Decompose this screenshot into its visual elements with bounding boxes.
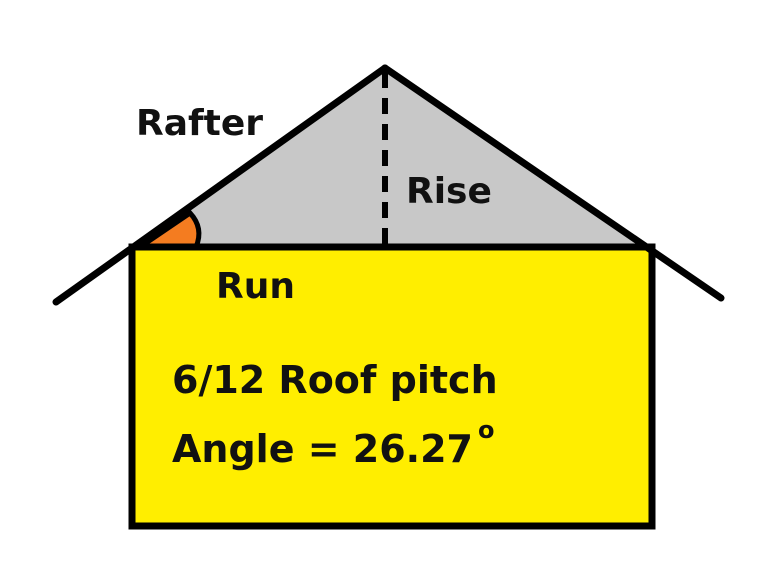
left-rafter-line xyxy=(52,64,389,306)
house-wall xyxy=(128,243,656,530)
gable-triangle xyxy=(135,68,645,247)
rafter-label: Rafter xyxy=(136,103,263,144)
run-label: Run xyxy=(216,266,295,307)
pitch-label: 6/12 Roof pitch xyxy=(172,358,498,402)
angle-label: Angle = 26.27 xyxy=(172,427,473,471)
right-rafter-line xyxy=(381,64,725,302)
degree-symbol: o xyxy=(478,416,495,444)
rise-label: Rise xyxy=(406,171,492,212)
